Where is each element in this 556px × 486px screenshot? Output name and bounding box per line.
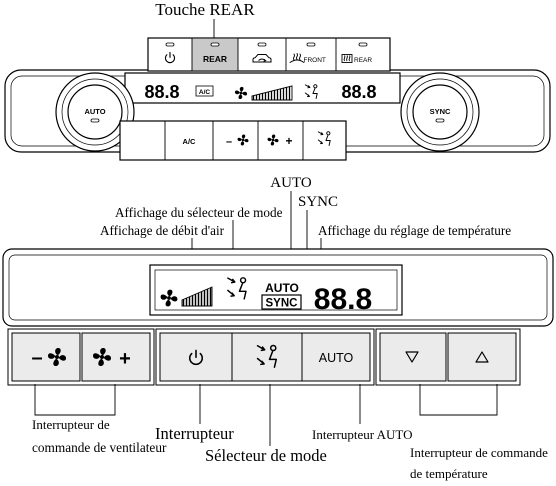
- fan-down-sign: –: [31, 347, 42, 369]
- callout-auto: AUTO: [270, 175, 312, 191]
- upper-power-button: [164, 42, 176, 64]
- indicator-light: [257, 42, 267, 47]
- airflow-level-bars: [251, 85, 293, 101]
- callout-airflow-display: Affichage de débit d'air: [100, 223, 225, 238]
- rear-button-label: REAR: [203, 54, 227, 64]
- defrost-wave: [299, 53, 301, 61]
- display-auto-indicator: AUTO: [265, 281, 299, 295]
- defrost-wave: [293, 53, 295, 61]
- right-temperature-readout: 88.8: [341, 82, 376, 102]
- button-face: [301, 332, 371, 382]
- rear-window: [341, 54, 353, 63]
- left-knob-label: AUTO: [84, 107, 105, 116]
- auto-switch-label: Interrupteur AUTO: [312, 427, 412, 442]
- rear-defrost-label: REAR: [354, 57, 372, 64]
- knob-middle-ring: [406, 78, 474, 146]
- callout-sync: SYNC: [298, 194, 338, 210]
- lower-display: AUTO SYNC 88.8: [149, 264, 403, 316]
- triangle-down-icon: [405, 351, 419, 363]
- rear-button: REAR: [203, 42, 227, 64]
- fan-down-sign: –: [226, 136, 232, 148]
- ac-button-label: A/C: [183, 137, 197, 146]
- indicator-light: [90, 118, 100, 123]
- knob-middle-ring: [61, 78, 129, 146]
- front-defrost-label: FRONT: [304, 57, 326, 64]
- mode-selector-label: Sélecteur de mode: [205, 446, 327, 465]
- indicator-light: [165, 42, 175, 47]
- front-defrost-icon: [289, 53, 305, 63]
- knob-face: [412, 84, 468, 140]
- display-callouts: AUTO SYNC Affichage du sélecteur de mode…: [100, 175, 511, 303]
- sync-indicator-box: [261, 294, 302, 310]
- power-button: [159, 332, 233, 382]
- right-sync-knob: SYNC: [400, 72, 480, 152]
- lower-display-inner-frame: [154, 269, 398, 311]
- button-face: [231, 332, 303, 382]
- fan-up-sign: +: [285, 134, 292, 148]
- upper-bottom-button-row: A/C – +: [119, 120, 347, 161]
- top-strip-frame: [147, 37, 391, 72]
- recirculation-arrow: [258, 58, 267, 62]
- auto-button: AUTO: [301, 332, 371, 382]
- temperature-readout: 88.8: [314, 283, 372, 316]
- fan-up-button: +: [81, 332, 151, 382]
- bottom-row-frame: [119, 120, 347, 161]
- upper-top-button-strip: REAR FRONT: [147, 37, 391, 72]
- lower-control-panel: AUTO SYNC 88.8 – + AUTO: [2, 248, 554, 386]
- airflow-level-outline: [251, 85, 293, 101]
- windshield-arc: [289, 59, 305, 63]
- lower-display-frame: [149, 264, 403, 316]
- indicator-light: [435, 118, 445, 123]
- button-face: [447, 332, 517, 382]
- temperature-down-button: [379, 332, 447, 382]
- defrost-wave: [348, 55, 351, 62]
- temperature-switch-label-line1: Interrupteur de commande: [410, 445, 548, 460]
- defrost-wave: [346, 55, 348, 62]
- lower-panel-inner-frame: [8, 254, 548, 321]
- callout-temperature-display: Affichage du réglage de température: [318, 223, 511, 238]
- indicator-light: [306, 42, 316, 47]
- rear-defrost-icon: [341, 54, 353, 63]
- fan-switch-label-line1: Interrupteur de: [32, 417, 110, 432]
- indicator-light: [210, 42, 220, 47]
- left-temperature-readout: 88.8: [144, 82, 179, 102]
- leader-bracket-temperature: [419, 384, 498, 416]
- knob-face: [67, 84, 123, 140]
- power-switch-label: Interrupteur: [155, 424, 234, 443]
- rear-defrost-button: REAR: [341, 42, 372, 64]
- left-auto-knob: AUTO: [55, 72, 135, 152]
- ac-indicator: A/C: [199, 89, 211, 96]
- car-recirculation-icon: [252, 54, 272, 63]
- display-sync-indicator: SYNC: [266, 298, 298, 310]
- callout-mode-display: Affichage du sélecteur de mode: [115, 205, 283, 220]
- fan-switch-label-line2: commande de ventilateur: [32, 440, 167, 455]
- recirculation-button: [252, 42, 272, 63]
- temperature-up-button: [447, 332, 517, 382]
- car-body: [252, 54, 272, 63]
- fan-down-button: –: [11, 332, 81, 382]
- right-knob-label: SYNC: [430, 107, 451, 116]
- rear-key-label: Touche REAR: [155, 0, 255, 19]
- temperature-switch-label-line2: de température: [410, 466, 488, 481]
- mode-selector-button: [231, 332, 303, 382]
- upper-display: 88.8 A/C 88.8: [124, 72, 401, 104]
- indicator-light: [358, 42, 368, 47]
- triangle-up-icon: [475, 351, 489, 363]
- button-face: [11, 332, 81, 382]
- button-face: [81, 332, 151, 382]
- airflow-level-bars: [181, 286, 213, 307]
- defrost-wave: [343, 55, 346, 62]
- front-defrost-button: FRONT: [289, 42, 326, 64]
- ac-indicator-box: [195, 85, 214, 97]
- upper-fan-down-button: –: [226, 134, 249, 148]
- leader-bracket-fan: [34, 384, 116, 416]
- fan-up-sign: +: [119, 348, 131, 370]
- button-face: [379, 332, 447, 382]
- switch-labels: Interrupteur de commande de ventilateur …: [32, 384, 548, 481]
- defrost-wave: [296, 53, 298, 60]
- upper-fan-up-button: +: [267, 134, 293, 148]
- auto-button-label: AUTO: [319, 351, 354, 365]
- upper-control-panel: REAR FRONT: [4, 37, 551, 161]
